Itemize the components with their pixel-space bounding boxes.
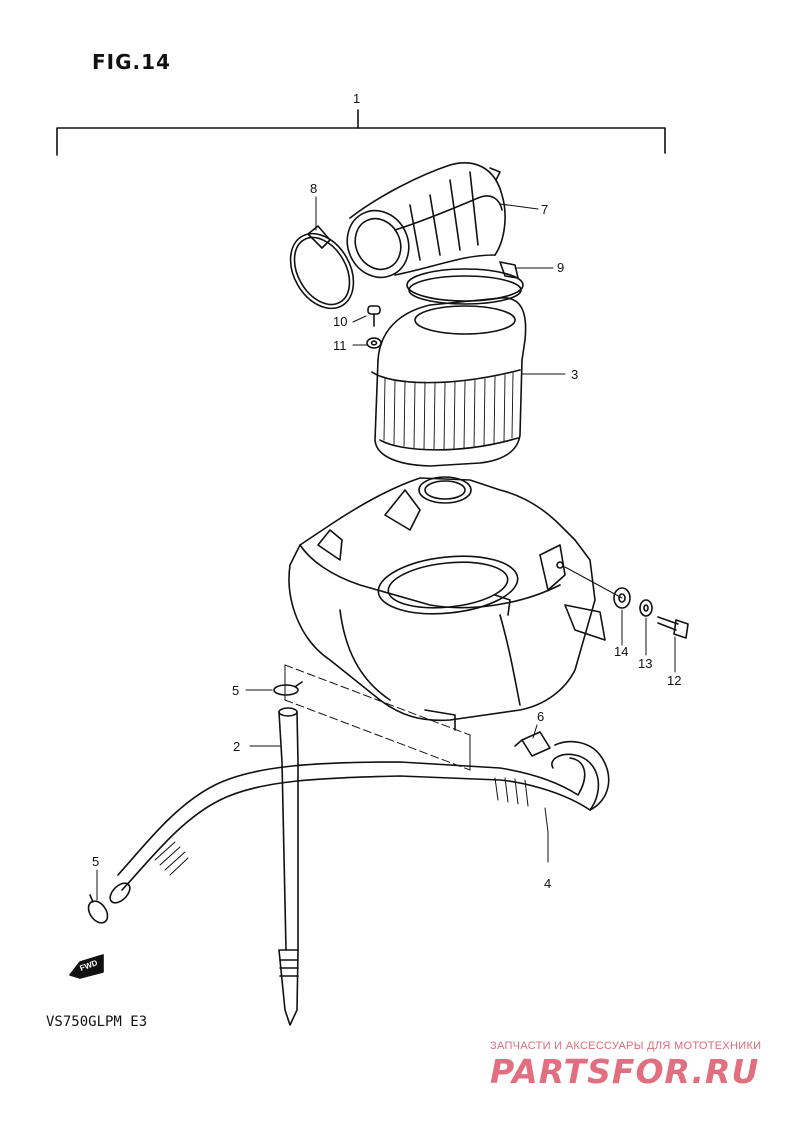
callout-5-lower: 5 <box>92 854 99 869</box>
callout-10: 10 <box>333 314 347 329</box>
model-code: VS750GLPM E3 <box>46 1014 148 1030</box>
callout-5-upper: 5 <box>232 683 239 698</box>
callout-8: 8 <box>310 181 317 196</box>
band-clamp-part <box>289 225 355 310</box>
callout-12: 12 <box>667 673 681 688</box>
callout-14: 14 <box>614 644 628 659</box>
watermark-subtitle: ЗАПЧАСТИ И АКСЕССУАРЫ ДЛЯ МОТОТЕХНИКИ <box>490 1040 762 1052</box>
callout-1: 1 <box>353 91 360 106</box>
fwd-arrow-icon <box>69 954 104 979</box>
callout-11: 11 <box>333 338 347 353</box>
callout-2: 2 <box>233 739 240 754</box>
screw-part <box>367 305 381 327</box>
clamp-upper-part <box>273 681 303 696</box>
element-part <box>371 297 527 467</box>
callout-9: 9 <box>557 260 564 275</box>
callout-6: 6 <box>537 709 544 724</box>
washer-part-13 <box>639 599 653 617</box>
watermark-logo: PARTSFOR.RU <box>490 1052 760 1091</box>
inlet-duct-part <box>346 162 506 279</box>
clamp-lower-part <box>87 894 109 924</box>
callout-13: 13 <box>638 656 652 671</box>
breather-hose-part <box>109 740 610 904</box>
cushion-part <box>613 587 631 609</box>
callout-7: 7 <box>541 202 548 217</box>
air-cleaner-case <box>288 476 606 731</box>
bolt-part <box>657 616 689 639</box>
hose-clamp-part <box>514 731 551 757</box>
callout-4: 4 <box>544 876 551 891</box>
callout-3: 3 <box>571 367 578 382</box>
drain-tube-part <box>278 707 299 1026</box>
assembly-bracket <box>56 109 666 156</box>
washer-part-11 <box>366 337 382 349</box>
figure-title: FIG.14 <box>92 50 171 74</box>
